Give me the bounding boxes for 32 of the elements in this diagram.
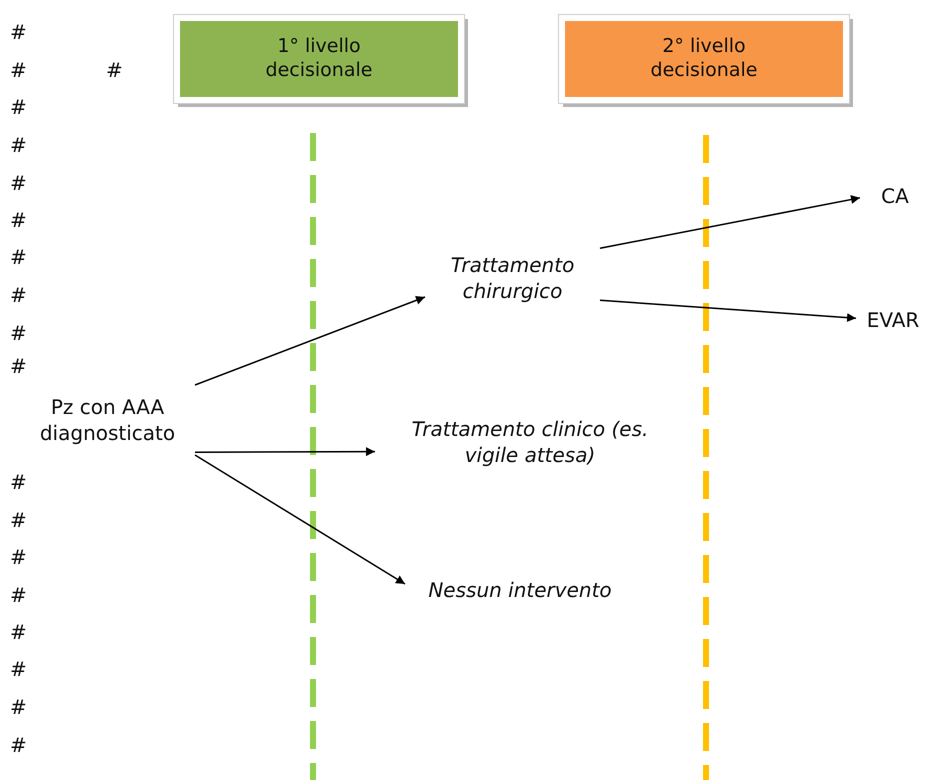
hash-mark: # <box>10 22 27 42</box>
hash-mark: # <box>10 356 27 376</box>
hash-mark: # <box>10 547 27 567</box>
hash-mark: # <box>10 585 27 605</box>
hash-mark: # <box>106 60 123 80</box>
node-text: CA <box>881 183 909 209</box>
hash-mark: # <box>10 323 27 343</box>
arrow <box>194 454 406 585</box>
hash-mark: # <box>10 173 27 193</box>
hash-mark: # <box>10 735 27 755</box>
node-text: 1° livello decisionale <box>264 35 374 83</box>
hash-mark: # <box>10 510 27 530</box>
hash-mark: # <box>10 697 27 717</box>
node-text: Trattamento chirurgico <box>450 252 576 304</box>
hash-mark: # <box>10 135 27 155</box>
arrow <box>194 296 426 386</box>
hash-mark: # <box>10 285 27 305</box>
arrow <box>600 300 856 322</box>
arrow <box>600 195 860 249</box>
node-text: EVAR <box>866 307 920 333</box>
hash-mark: # <box>10 97 27 117</box>
hash-mark: # <box>10 472 27 492</box>
hash-mark: # <box>10 247 27 267</box>
hash-mark: # <box>10 659 27 679</box>
node-text: Trattamento clinico (es. vigile attesa) <box>410 416 650 468</box>
arrow <box>195 447 375 456</box>
node-text: 2° livello decisionale <box>650 35 758 83</box>
hash-mark: # <box>10 622 27 642</box>
node-text: Pz con AAA diagnosticato <box>38 394 176 446</box>
hash-mark: # <box>10 60 27 80</box>
node-text: Nessun intervento <box>428 577 612 603</box>
hash-mark: # <box>10 210 27 230</box>
